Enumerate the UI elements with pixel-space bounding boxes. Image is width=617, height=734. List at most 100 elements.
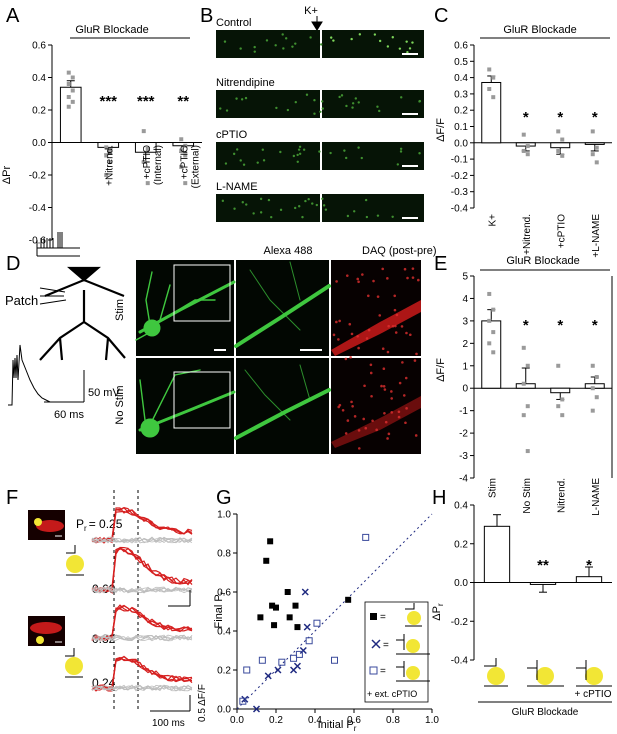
g-point-open-square bbox=[239, 697, 247, 705]
panel-b-speckle bbox=[386, 45, 390, 48]
daq-speckle bbox=[370, 394, 373, 398]
g-point-filled-square bbox=[286, 614, 293, 621]
g-xtick-label: 0.0 bbox=[230, 715, 244, 726]
panel-d: D Patch 50 mV 60 ms Alexa 488 DAQ (post-… bbox=[5, 245, 437, 454]
daq-speckle bbox=[353, 415, 357, 418]
legend-open-square-icon bbox=[369, 666, 378, 675]
daq-speckle bbox=[393, 294, 397, 298]
panel-g-xlabel: Initial Pr bbox=[318, 719, 357, 733]
E-plot-data-point bbox=[594, 375, 599, 379]
daq-speckle bbox=[415, 352, 418, 356]
panel-b-speckle bbox=[265, 39, 269, 42]
g-ytick-label: 0.6 bbox=[217, 588, 231, 599]
daq-speckle bbox=[394, 331, 398, 334]
g-point-filled-square bbox=[284, 589, 291, 595]
A-plot-xlabel: +cPTIO bbox=[179, 145, 190, 179]
E-plot-data-point bbox=[525, 404, 530, 409]
panel-f: F Pr= 0.25 0.60 0.32 0.24 bbox=[6, 487, 208, 729]
A-plot-data-point bbox=[66, 70, 71, 75]
panel-b-speckle bbox=[324, 208, 328, 211]
C-plot-significance: * bbox=[592, 109, 598, 126]
A-plot-data-point bbox=[145, 181, 150, 186]
C-plot-xlabel: +Nitrend. bbox=[522, 214, 533, 255]
panel-b-speckle bbox=[275, 106, 278, 110]
A-plot-data-point bbox=[108, 160, 113, 164]
E-plot-xlabel: Stim bbox=[487, 478, 498, 498]
g-ytick-label: 0.4 bbox=[217, 627, 231, 638]
panel-b-speckle bbox=[293, 206, 297, 210]
A-plot-ytick-label: -0.6 bbox=[29, 236, 47, 247]
spine-image-2 bbox=[28, 616, 65, 646]
daq-speckle bbox=[337, 338, 340, 341]
daq-speckle bbox=[395, 313, 399, 317]
panel-b-speckle bbox=[378, 109, 381, 113]
daq-speckle bbox=[367, 328, 371, 332]
panel-b-speckle bbox=[305, 93, 309, 96]
panel-b-speckle bbox=[309, 36, 312, 39]
panel-b-speckle bbox=[291, 45, 294, 48]
panel-b-speckle bbox=[262, 159, 266, 162]
panel-b-speckle bbox=[304, 199, 307, 203]
daq-speckle bbox=[384, 420, 388, 424]
E-plot-data-point bbox=[560, 413, 565, 418]
daq-speckle bbox=[397, 410, 401, 414]
daq-speckle bbox=[386, 437, 389, 440]
panel-h-note: + cPTIO bbox=[575, 689, 612, 700]
E-plot-ytick-label: 1 bbox=[462, 361, 468, 372]
panel-g-letter: G bbox=[216, 487, 232, 509]
g-xtick-label: 0.2 bbox=[269, 715, 283, 726]
panel-b-speckle bbox=[294, 42, 297, 45]
C-plot-ytick-label: 0.1 bbox=[454, 122, 468, 133]
A-plot-ytick-label: -0.4 bbox=[29, 203, 47, 214]
daq-speckle bbox=[414, 434, 418, 437]
daq-speckle bbox=[394, 324, 397, 328]
g-point-x bbox=[301, 588, 309, 596]
g-xtick-label: 1.0 bbox=[425, 715, 439, 726]
E-plot-ytick-label: 4 bbox=[462, 294, 468, 305]
daq-speckle bbox=[397, 415, 401, 419]
panel-a-letter: A bbox=[6, 5, 20, 27]
C-plot-data-point bbox=[491, 95, 496, 100]
panel-e-title: GluR Blockade bbox=[506, 255, 579, 267]
panel-b-image-left bbox=[216, 90, 320, 118]
panel-b-arrow-icon bbox=[311, 16, 323, 31]
panel-b-speckle bbox=[411, 41, 414, 44]
daq-speckle bbox=[369, 363, 373, 367]
panel-b-speckle bbox=[302, 148, 306, 151]
panel-b-speckle bbox=[301, 215, 304, 219]
panel-b-speckle bbox=[235, 97, 238, 100]
g-point-open-square bbox=[295, 650, 303, 658]
panel-b-speckle bbox=[358, 33, 362, 36]
panel-b-speckle bbox=[245, 203, 248, 206]
daq-speckle bbox=[371, 419, 374, 423]
panel-b-speckle bbox=[321, 100, 324, 103]
C-plot-xlabel: K+ bbox=[487, 214, 498, 227]
panel-b-image-left bbox=[216, 142, 320, 170]
A-plot-data-point bbox=[104, 145, 109, 150]
panel-c-title: GluR Blockade bbox=[503, 24, 576, 36]
g-point-x bbox=[299, 646, 307, 655]
daq-speckle bbox=[365, 337, 369, 340]
scale-ms-label: 60 ms bbox=[54, 409, 84, 421]
panel-b-speckle bbox=[311, 202, 314, 205]
panel-g-legend: = = = + ext. cPTIO bbox=[364, 601, 430, 703]
panel-b-speckle bbox=[239, 47, 242, 50]
daq-speckle bbox=[390, 397, 394, 400]
calcium-trace bbox=[91, 634, 193, 641]
panel-b-speckle bbox=[253, 50, 256, 53]
g-point-filled-square bbox=[292, 602, 299, 609]
A-plot-ytick-label: 0.2 bbox=[32, 106, 46, 117]
daq-speckle bbox=[417, 278, 420, 282]
daq-speckle bbox=[393, 308, 397, 312]
daq-speckle bbox=[381, 347, 385, 350]
E-plot-data-point bbox=[560, 397, 565, 402]
daq-speckle bbox=[383, 388, 387, 391]
E-plot-data-point bbox=[491, 307, 496, 312]
panel-b-speckle bbox=[399, 147, 403, 150]
panel-a-title: GluR Blockade bbox=[75, 24, 148, 36]
col-label-daq: DAQ (post-pre) bbox=[362, 245, 437, 257]
E-plot-data-point bbox=[491, 350, 496, 355]
panel-b-image-left bbox=[216, 194, 320, 222]
